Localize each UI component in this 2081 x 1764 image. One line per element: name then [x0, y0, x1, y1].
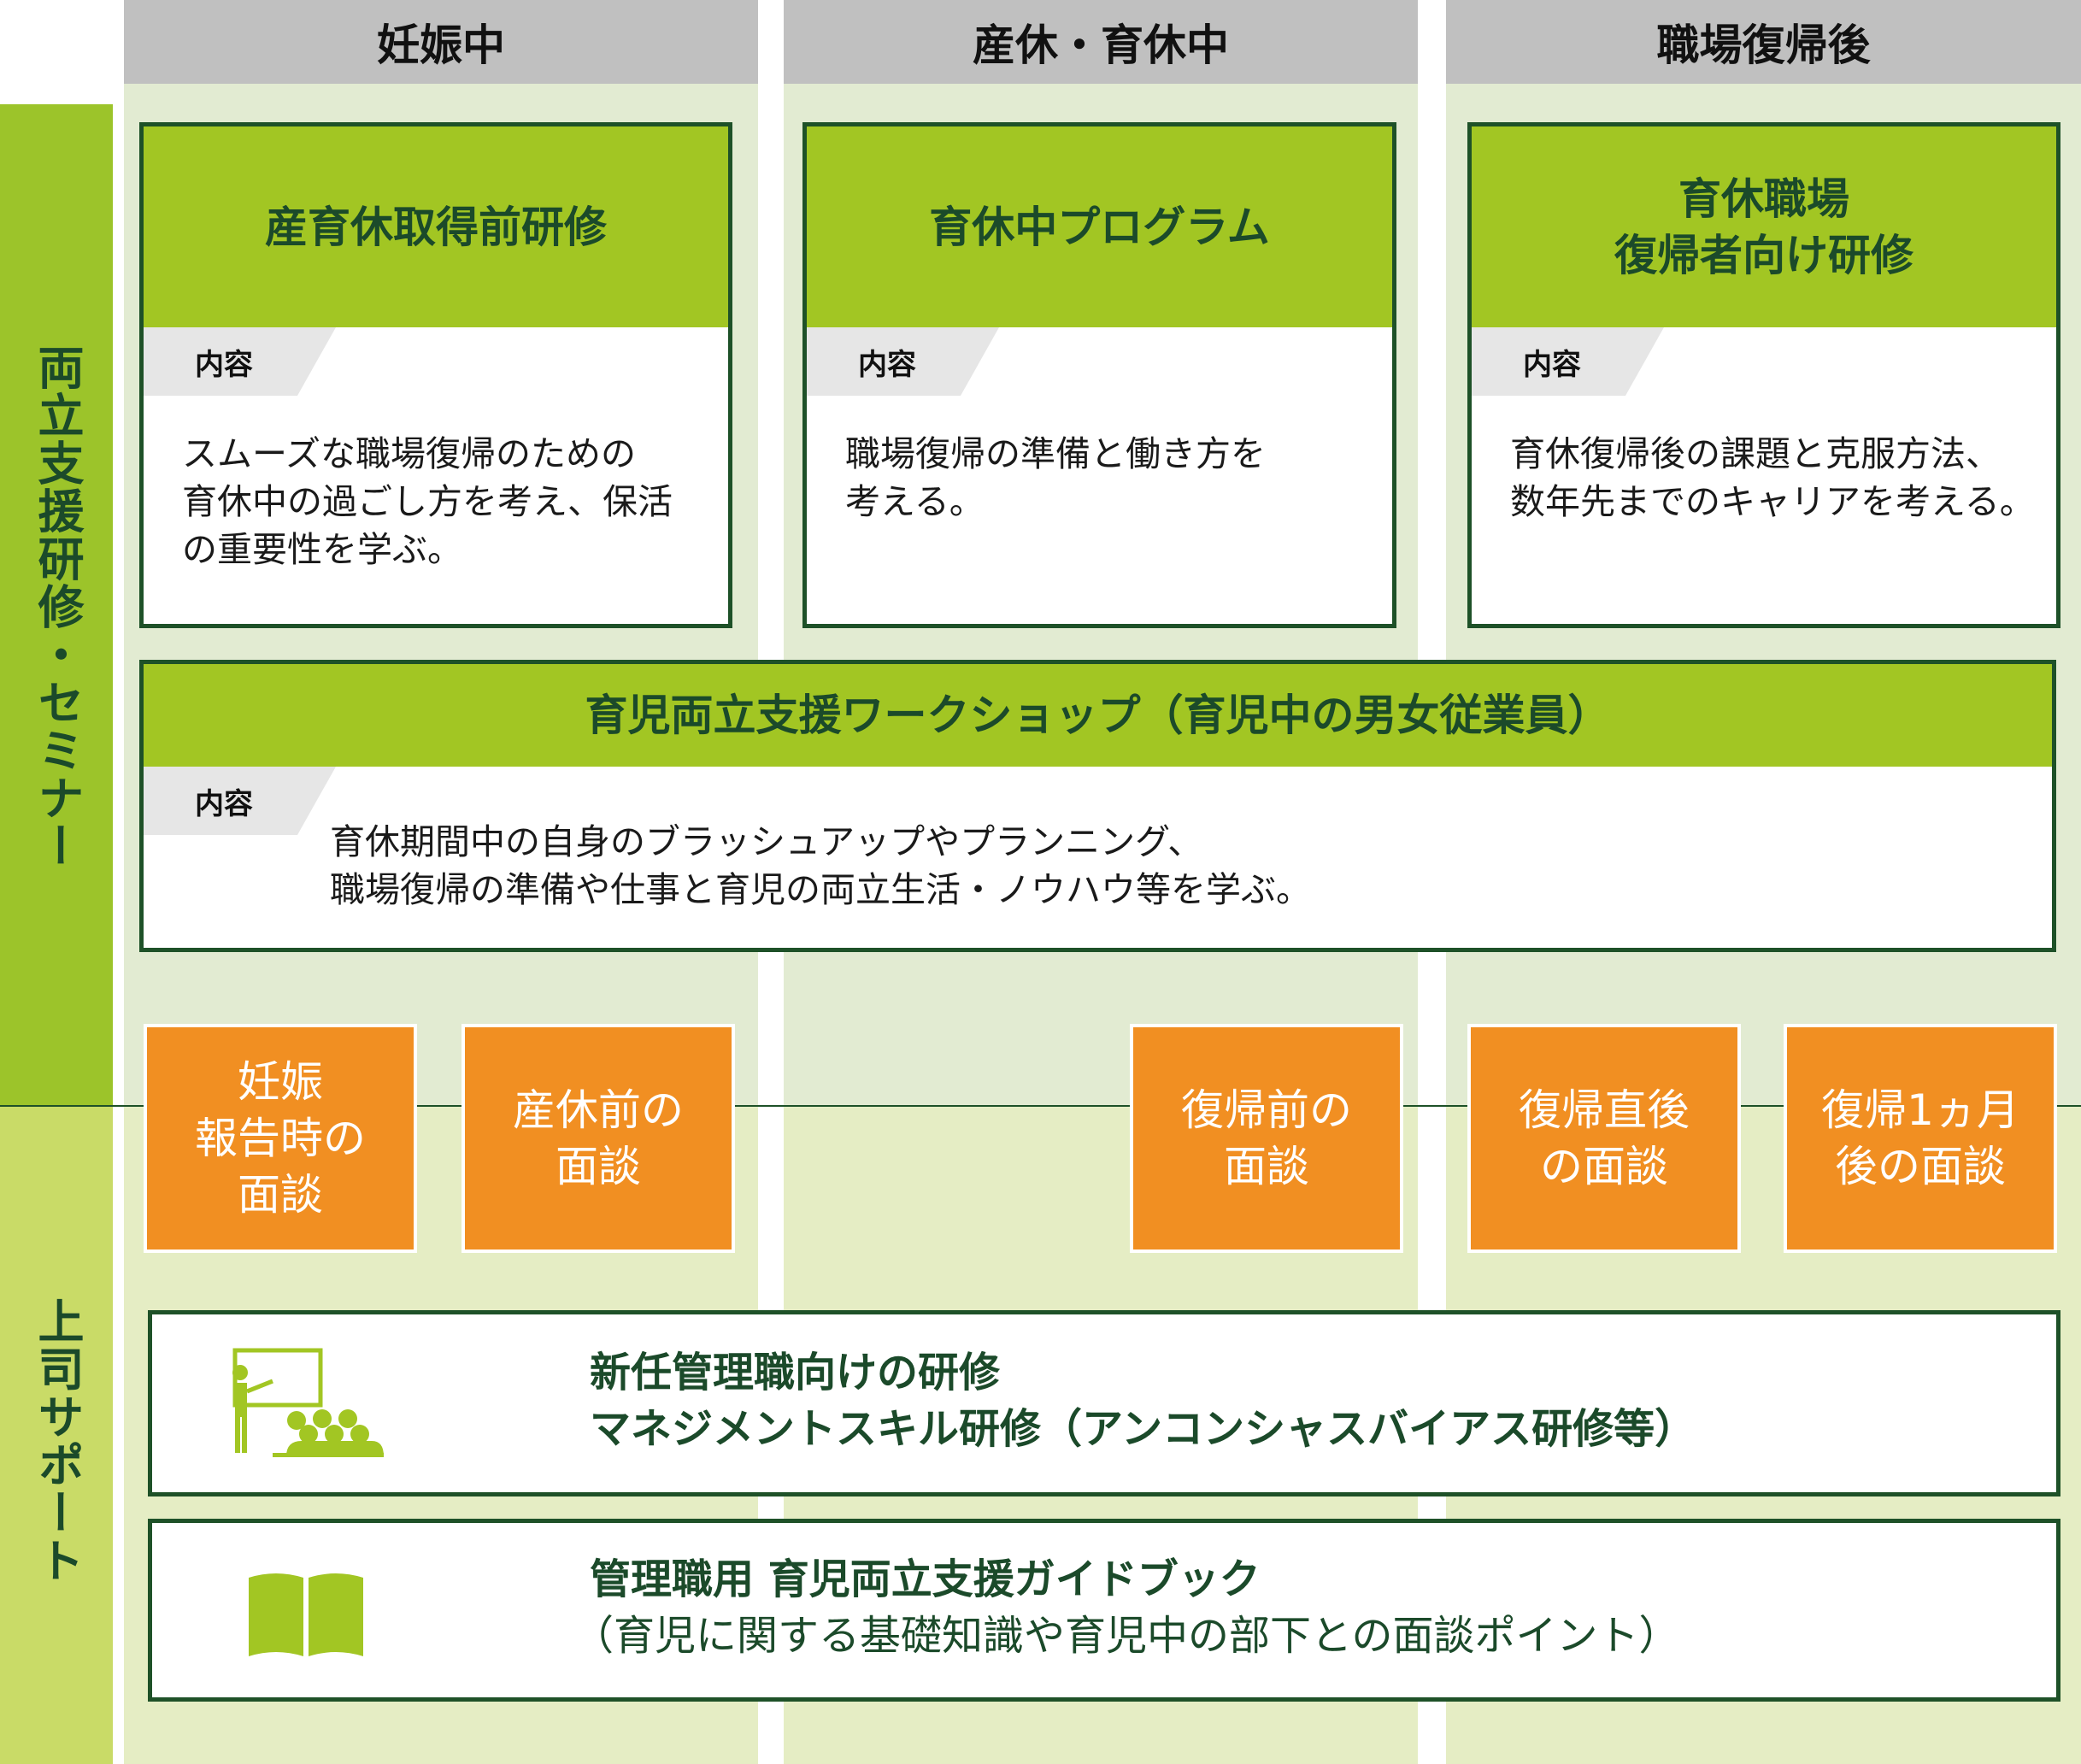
interview-pre-return: 復帰前の 面談 — [1130, 1024, 1403, 1253]
interview-pre-leave: 産休前の 面談 — [461, 1024, 735, 1253]
content-tag: 内容 — [144, 327, 336, 396]
training-class-icon — [216, 1347, 387, 1461]
support-title: 管理職用 育児両立支援ガイドブック — [590, 1555, 1261, 1603]
program-description: 育休復帰後の課題と克服方法、 数年先までのキャリアを考える。 — [1510, 433, 2035, 522]
program-description: スムーズな職場復帰のための 育休中の過ごし方を考え、保活 の重要性を学ぶ。 — [182, 433, 673, 570]
workshop-title: 育児両立支援ワークショップ（育児中の男女従業員） — [144, 664, 2052, 767]
support-guidebook: 管理職用 育児両立支援ガイドブック （育児に関する基礎知識や育児中の部下との面談… — [148, 1519, 2060, 1702]
side-label-boss: 上司サポート — [0, 1105, 113, 1764]
interview-just-after-return: 復帰直後 の面談 — [1467, 1024, 1741, 1253]
column-header-leave: 産休・育休中 — [784, 0, 1418, 84]
content-tag: 内容 — [144, 767, 336, 835]
side-label-boss-text: 上司サポート — [30, 1297, 84, 1585]
program-title: 育休中プログラム — [807, 126, 1392, 327]
column-header-return: 職場復帰後 — [1446, 0, 2081, 84]
workshop-description: 育休期間中の自身のブラッシュアップやプランニング、 職場復帰の準備や仕事と育児の… — [330, 821, 1311, 910]
program-card-during-leave: 育休中プログラム 内容 職場復帰の準備と働き方を 考える。 — [802, 122, 1396, 628]
program-description: 職場復帰の準備と働き方を 考える。 — [845, 433, 1266, 522]
program-card-pre-leave: 産育休取得前研修 内容 スムーズな職場復帰のための 育休中の過ごし方を考え、保活… — [139, 122, 732, 628]
program-title: 産育休取得前研修 — [144, 126, 728, 327]
interview-pregnancy-report: 妊娠 報告時の 面談 — [144, 1024, 417, 1253]
workshop-card: 育児両立支援ワークショップ（育児中の男女従業員） 内容 育休期間中の自身のブラッ… — [139, 660, 2056, 952]
content-tag: 内容 — [1472, 327, 1664, 396]
open-book-icon — [242, 1567, 370, 1665]
support-title: 新任管理職向けの研修 マネジメントスキル研修（アンコンシャスバイアス研修等） — [590, 1349, 1696, 1453]
support-manager-training: 新任管理職向けの研修 マネジメントスキル研修（アンコンシャスバイアス研修等） — [148, 1310, 2060, 1496]
column-header-pregnancy: 妊娠中 — [124, 0, 758, 84]
timeline-line — [0, 1105, 2081, 1107]
side-label-seminar-text: 両立支援研修・セミナー — [30, 344, 84, 870]
content-tag: 内容 — [807, 327, 999, 396]
support-subtitle: （育児に関する基礎知識や育児中の部下との面談ポイント） — [573, 1612, 1680, 1660]
program-title: 育休職場 復帰者向け研修 — [1472, 126, 2056, 327]
side-label-seminar: 両立支援研修・セミナー — [0, 104, 113, 1105]
program-card-after-return: 育休職場 復帰者向け研修 内容 育休復帰後の課題と克服方法、 数年先までのキャリ… — [1467, 122, 2060, 628]
interview-one-month-after: 復帰1ヵ月 後の面談 — [1784, 1024, 2057, 1253]
